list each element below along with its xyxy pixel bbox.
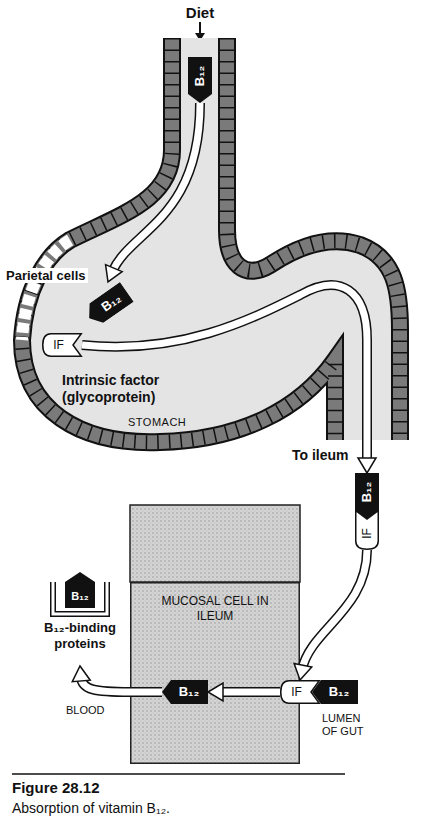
cell-type-label: Parietal cells bbox=[4, 268, 88, 283]
intrinsic-factor-tag: IF bbox=[42, 333, 82, 357]
organ-label: STOMACH bbox=[128, 416, 186, 428]
bound-vitamin-tag bbox=[65, 572, 95, 608]
vitamin-tag-text: B₁₂ bbox=[188, 57, 212, 95]
intrinsic-factor-tag: IF bbox=[355, 510, 379, 550]
hollow-arrow bbox=[208, 683, 280, 701]
protein-label: Intrinsic factor (glycoprotein) bbox=[62, 372, 192, 406]
vitamin-tag-text: B₁₂ bbox=[170, 680, 208, 704]
vitamin-tag-text: B₁₂ bbox=[355, 473, 379, 511]
hollow-arrow-outline bbox=[112, 103, 200, 272]
hollow-arrow-head bbox=[106, 265, 123, 282]
hollow-arrow-head bbox=[208, 683, 223, 701]
diet-arrow-line bbox=[199, 22, 201, 34]
vitamin-b12-tag: B₁₂ bbox=[312, 680, 358, 704]
protein-label: B₁₂-binding proteins bbox=[25, 620, 135, 652]
vitamin-b12-tag: B₁₂ bbox=[162, 680, 208, 704]
hollow-arrow-head bbox=[358, 458, 376, 473]
parietal-cells bbox=[22, 240, 70, 340]
hollow-arrow-outline bbox=[82, 285, 367, 462]
binding-protein-icon bbox=[25, 568, 135, 666]
hollow-arrow-body bbox=[82, 285, 367, 462]
intrinsic-factor-text: IF bbox=[282, 680, 311, 704]
hollow-arrow-body bbox=[81, 677, 162, 692]
intrinsic-factor-outline bbox=[43, 334, 82, 357]
binding-protein-complex: B₁₂ B₁₂-binding proteins bbox=[25, 568, 135, 666]
intrinsic-factor-text: IF bbox=[44, 333, 73, 357]
vitamin-tag-fill bbox=[162, 680, 208, 704]
hollow-arrow-head bbox=[294, 664, 312, 680]
stomach-wall-cell-dividers bbox=[22, 38, 335, 442]
vitamin-tag-text: B₁₂ bbox=[65, 586, 95, 606]
intrinsic-factor-outline bbox=[356, 511, 379, 550]
input-label: Diet bbox=[180, 4, 220, 21]
mucosal-cell-body bbox=[131, 583, 300, 764]
stomach-wall-edge bbox=[227, 38, 400, 440]
stomach-wall-cells bbox=[227, 38, 400, 440]
hollow-arrow-body bbox=[302, 550, 367, 669]
vitamin-tag-fill bbox=[312, 680, 358, 704]
cell-label: MUCOSAL CELL IN ILEUM bbox=[150, 594, 280, 624]
vitamin-tag-fill bbox=[188, 57, 212, 103]
vitamin-b12-tag: B₁₂ bbox=[188, 57, 212, 103]
stomach-wall-cells bbox=[22, 38, 335, 442]
vitamin-tag-fill bbox=[82, 282, 133, 328]
hollow-arrow bbox=[72, 666, 162, 692]
intrinsic-factor-text: IF bbox=[355, 519, 379, 548]
stomach-wall-cell-dividers bbox=[227, 38, 400, 440]
compartment-label: BLOOD bbox=[66, 704, 105, 716]
caption-rule bbox=[12, 773, 345, 775]
caption-text: Absorption of vitamin B₁₂. bbox=[12, 800, 170, 816]
hollow-arrow-outline bbox=[219, 687, 280, 697]
direction-label: To ileum bbox=[292, 447, 349, 463]
hollow-arrow-outline bbox=[81, 677, 162, 692]
hollow-arrow bbox=[82, 285, 376, 473]
hollow-arrow-body bbox=[112, 103, 200, 272]
mucosal-cell: MUCOSAL CELL IN ILEUM B₁₂ bbox=[130, 582, 300, 764]
hollow-arrow-head bbox=[72, 666, 90, 682]
stomach-lumen bbox=[22, 38, 400, 442]
compartment-label: LUMEN OF GUT bbox=[322, 712, 374, 738]
upper-mucosal-cell bbox=[130, 505, 300, 582]
hollow-arrow bbox=[294, 550, 367, 680]
hollow-arrow bbox=[106, 103, 200, 282]
figure-number: Figure 28.12 bbox=[12, 779, 100, 796]
hollow-arrow-outline bbox=[302, 550, 367, 669]
stomach-wall-edge bbox=[22, 38, 335, 442]
hollow-arrow-body bbox=[219, 689, 280, 696]
vitamin-tag-text: B₁₂ bbox=[320, 680, 358, 704]
